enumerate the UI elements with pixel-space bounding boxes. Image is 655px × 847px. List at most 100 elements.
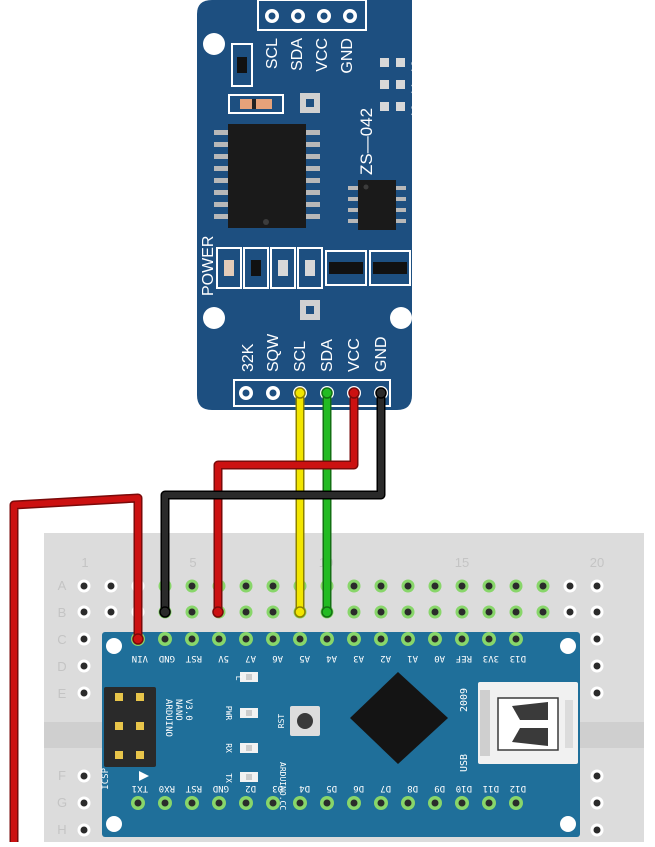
led-label: PWR	[224, 706, 233, 721]
led-label: RX	[224, 743, 233, 753]
wire-gnd-black[interactable]	[162, 390, 384, 615]
led-tx-lens	[246, 774, 252, 780]
wire-end	[132, 633, 144, 645]
chip-leg	[348, 197, 358, 201]
breadboard-hole-socket	[80, 582, 88, 590]
breadboard-hole-socket	[377, 582, 385, 590]
wire-end	[294, 387, 306, 399]
nano-pin-hole	[404, 635, 412, 643]
top-header-pin-hole	[320, 12, 328, 20]
address-pad	[380, 80, 389, 89]
top-header-pin-hole	[294, 12, 302, 20]
test-pad-hole	[306, 99, 314, 107]
breadboard-hole-socket	[593, 608, 601, 616]
board-name-line: NANO	[173, 699, 183, 721]
breadboard-hole-socket	[269, 608, 277, 616]
row-letter: G	[57, 795, 67, 810]
breadboard-hole-socket	[80, 826, 88, 834]
chip-leg	[348, 186, 358, 190]
nano-bottom-pin-label: GND	[213, 783, 229, 793]
nano-top-pin-label: A0	[434, 653, 445, 663]
rtc-module-zs042: SCL SDA VCC GND ZS—042	[197, 0, 422, 410]
breadboard-hole-socket	[107, 608, 115, 616]
top-header-label: SDA	[289, 38, 306, 71]
breadboard-hole-socket	[188, 608, 196, 616]
top-header-pin-hole	[268, 12, 276, 20]
usb-tongue-bottom	[512, 728, 548, 746]
nano-pin-hole	[323, 799, 331, 807]
chip-leg	[396, 219, 406, 223]
nano-pin-hole	[512, 799, 520, 807]
row-letter: C	[57, 632, 66, 647]
chip-leg	[348, 208, 358, 212]
breadboard-hole-socket	[458, 582, 466, 590]
bottom-header-labels: 32K SQW SCL SDA VCC GND	[240, 333, 390, 372]
breadboard-hole-socket	[485, 608, 493, 616]
row-letter: E	[58, 686, 67, 701]
bottom-header-label: GND	[373, 336, 390, 372]
nano-pin-hole	[458, 635, 466, 643]
nano-pin-hole	[323, 635, 331, 643]
ds3231-chip	[214, 124, 320, 228]
nano-pin-hole	[269, 635, 277, 643]
reset-button-cap[interactable]	[297, 713, 313, 729]
top-header-label: VCC	[314, 38, 331, 72]
website-label: ARDUINO.CC	[278, 762, 287, 810]
status-leds: L PWR RX TX	[224, 672, 258, 783]
top-header-outline	[257, 0, 367, 31]
bottom-header-outline	[233, 379, 391, 407]
breadboard-hole-socket	[593, 662, 601, 670]
icsp-pin	[115, 751, 123, 759]
chip-leg	[396, 208, 406, 212]
nano-pin-hole	[458, 799, 466, 807]
address-label: A0	[410, 105, 422, 118]
breadboard-holes	[77, 579, 604, 837]
nano-mount-hole	[560, 638, 576, 654]
power-led-outline	[216, 247, 242, 289]
nano-bottom-pin-label: D6	[353, 783, 364, 793]
usb-label: USB	[459, 754, 470, 772]
resistor-array	[329, 262, 363, 274]
nano-mount-hole	[560, 816, 576, 832]
bottom-header-label: VCC	[346, 338, 363, 372]
nano-top-pin-label: REF	[456, 653, 472, 663]
breadboard-hole-socket	[242, 582, 250, 590]
transistor	[237, 57, 247, 73]
chip-leg	[214, 130, 228, 135]
nano-bottom-pin-label: D3	[272, 783, 283, 793]
address-pads	[380, 58, 405, 111]
nano-pin-hole	[296, 799, 304, 807]
chip-leg	[214, 178, 228, 183]
wire-end	[321, 606, 333, 618]
nano-pin-hole	[161, 635, 169, 643]
nano-top-pin-label: A6	[272, 653, 283, 663]
nano-bottom-pin-label: RST	[185, 783, 202, 793]
wires	[9, 387, 387, 847]
breadboard-hole-socket	[539, 608, 547, 616]
breadboard-hole-socket	[350, 582, 358, 590]
led-l-lens	[246, 674, 252, 680]
resistor-array	[373, 262, 407, 274]
nano-pin-hole	[161, 799, 169, 807]
column-number: 5	[189, 555, 196, 570]
nano-pin-hole	[377, 799, 385, 807]
wire-vcc-red[interactable]	[215, 390, 357, 615]
address-pad	[396, 102, 405, 111]
microcontroller-chip	[350, 672, 448, 764]
nano-top-pin-label: A2	[380, 653, 391, 663]
breadboard-hole-socket	[107, 582, 115, 590]
wire-vin-red[interactable]	[11, 495, 141, 845]
breadboard-hole-socket	[593, 582, 601, 590]
column-number: 1	[81, 555, 88, 570]
breadboard-hole-socket	[593, 689, 601, 697]
nano-bottom-pin-label: D10	[456, 783, 472, 793]
nano-bottom-pin-label: RX0	[159, 783, 175, 793]
top-header-pin-hole	[346, 12, 354, 20]
breadboard-hole-socket	[269, 582, 277, 590]
nano-pin-hole	[188, 635, 196, 643]
chip-leg	[396, 186, 406, 190]
top-header-pins	[265, 9, 357, 23]
